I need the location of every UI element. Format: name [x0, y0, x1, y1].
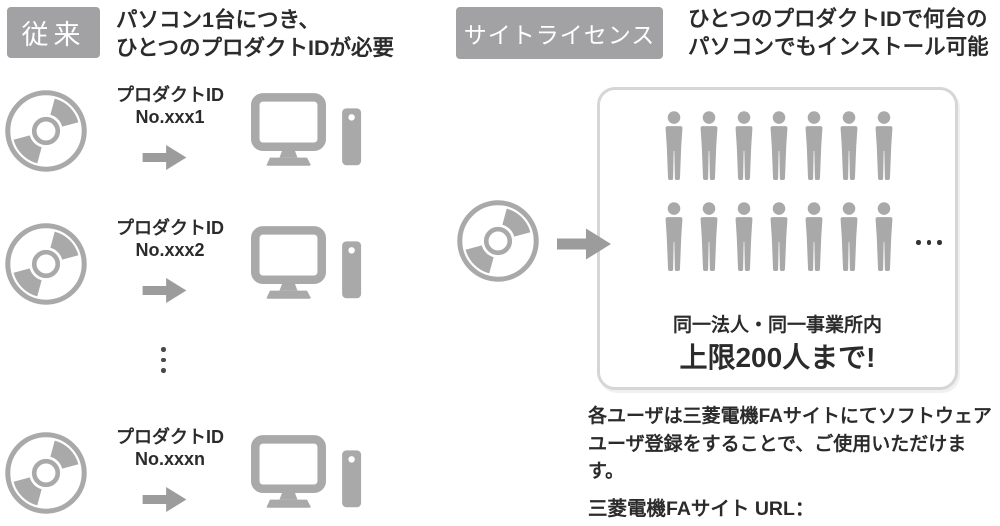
desktop-pc-icon	[251, 93, 363, 173]
desktop-pc-icon	[251, 435, 363, 515]
cd-disc-icon	[4, 431, 88, 515]
fa-site-url: www.MitsubishiElectric.co.jp/fa/	[588, 522, 1000, 526]
registration-notes: 各ユーザは三菱電機FAサイトにてソフトウェア ユーザ登録をすることで、ご使用いた…	[588, 403, 1000, 526]
person-icon	[875, 111, 893, 180]
note-line2: ユーザ登録をすることで、ご使用いただけます。	[588, 433, 967, 483]
product-id-text: プロダクトID No.xxxn	[103, 426, 237, 470]
horizontal-ellipsis-icon	[916, 240, 942, 245]
cd-disc-icon	[4, 222, 88, 306]
cd-disc-icon	[456, 199, 540, 283]
people-row	[663, 201, 895, 275]
site-license-headline-line2: パソコンでもインストール可能	[688, 35, 989, 59]
license-box-caption-line2: 上限200人まで!	[679, 342, 876, 373]
person-icon	[665, 202, 683, 271]
pc-row-1: プロダクトID No.xxx1	[0, 84, 440, 189]
product-id-label: プロダクトID	[116, 218, 224, 238]
person-icon	[700, 111, 718, 180]
people-grid	[663, 110, 895, 275]
desktop-pc-icon	[251, 226, 363, 306]
pc-row-n: プロダクトID No.xxxn	[0, 426, 440, 526]
person-icon	[770, 111, 788, 180]
vertical-ellipsis-icon	[161, 347, 166, 373]
product-id-label: プロダクトID	[116, 85, 224, 105]
site-license-headline: ひとつのプロダクトIDで何台の パソコンでもインストール可能	[688, 5, 989, 61]
pc-row-2: プロダクトID No.xxx2	[0, 217, 440, 322]
conventional-headline: パソコン1台につき、 ひとつのプロダクトIDが必要	[116, 6, 394, 62]
person-icon	[840, 202, 858, 271]
product-id-number: No.xxx1	[135, 107, 205, 127]
person-icon	[700, 202, 718, 271]
product-id-text: プロダクトID No.xxx2	[103, 217, 237, 261]
product-id-number: No.xxx2	[135, 240, 205, 260]
person-icon	[770, 202, 788, 271]
conventional-label-box: 従来	[7, 7, 100, 58]
conventional-label: 従来	[21, 20, 86, 50]
person-icon	[665, 111, 683, 180]
right-arrow-icon	[555, 225, 613, 263]
site-license-headline-line1: ひとつのプロダクトIDで何台の	[688, 7, 988, 31]
license-box-caption-line1: 同一法人・同一事業所内	[672, 315, 882, 336]
product-id-text: プロダクトID No.xxx1	[103, 84, 237, 128]
right-arrow-icon	[141, 274, 188, 307]
product-id-number: No.xxxn	[134, 449, 206, 469]
conventional-headline-line2: ひとつのプロダクトIDが必要	[116, 36, 394, 60]
fa-site-url-label: 三菱電機FAサイト URL：	[588, 497, 815, 520]
note-line1: 各ユーザは三菱電機FAサイトにてソフトウェア	[588, 406, 992, 427]
cd-disc-icon	[4, 89, 88, 173]
person-icon	[735, 202, 753, 271]
right-arrow-icon	[141, 141, 188, 174]
person-icon	[805, 111, 823, 180]
site-license-box: 同一法人・同一事業所内 上限200人まで!	[597, 87, 958, 390]
person-icon	[875, 202, 893, 271]
site-license-label: サイトライセンス	[463, 22, 656, 48]
product-id-label: プロダクトID	[116, 427, 224, 447]
person-icon	[805, 202, 823, 271]
conventional-headline-line1: パソコン1台につき、	[116, 8, 320, 32]
person-icon	[735, 111, 753, 180]
people-row	[663, 110, 895, 184]
person-icon	[840, 111, 858, 180]
site-license-label-box: サイトライセンス	[456, 7, 663, 59]
right-arrow-icon	[141, 483, 188, 516]
